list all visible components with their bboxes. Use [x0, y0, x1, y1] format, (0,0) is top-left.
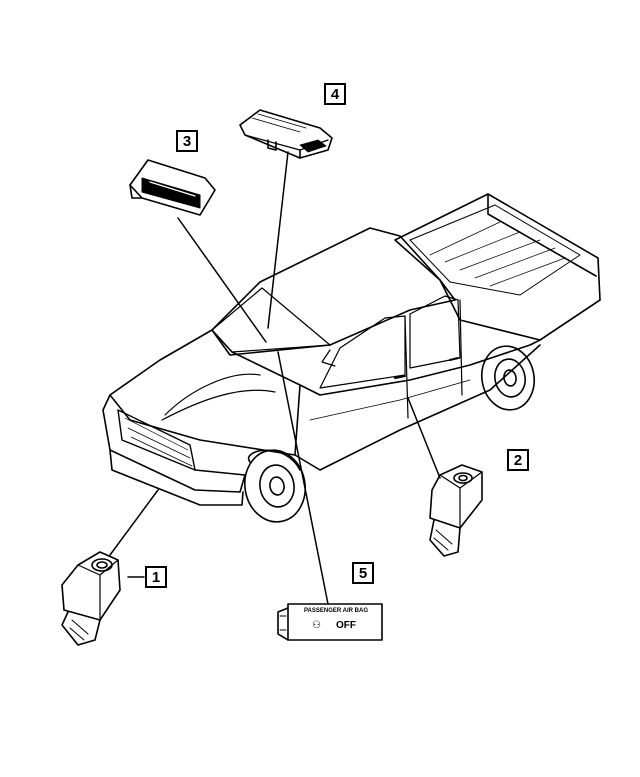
indicator-state: OFF: [336, 620, 356, 631]
rear-door-window: [409, 295, 461, 369]
callout-2[interactable]: 2: [507, 449, 529, 471]
callout-4[interactable]: 4: [324, 83, 346, 105]
indicator-title: PASSENGER AIR BAG: [303, 608, 368, 614]
rear-wheel: [480, 345, 536, 411]
side-impact-sensor: [429, 464, 483, 557]
leader-line-3: [177, 217, 267, 343]
front-impact-sensor: [61, 551, 121, 646]
callout-5[interactable]: 5: [352, 562, 374, 584]
bumper: [109, 449, 244, 506]
leader-line-4: [267, 151, 289, 329]
leader-line-5: [277, 351, 329, 605]
airbag-control-module: [239, 109, 333, 159]
pickup-truck: [102, 193, 601, 523]
front-door-window: [319, 315, 406, 389]
passenger-airbag-indicator: [277, 603, 383, 641]
leader-line-1: [109, 489, 159, 556]
truck-bed: [394, 193, 601, 341]
leader-line-2: [407, 397, 441, 479]
truck-cab: [211, 227, 456, 356]
callout-3[interactable]: 3: [176, 130, 198, 152]
overhead-sensor-module: [129, 159, 216, 216]
callout-1[interactable]: 1: [145, 566, 167, 588]
leader-lines: [109, 151, 441, 605]
front-wheel: [244, 449, 306, 523]
indicator-airbag-icon: ⚇: [312, 620, 321, 631]
